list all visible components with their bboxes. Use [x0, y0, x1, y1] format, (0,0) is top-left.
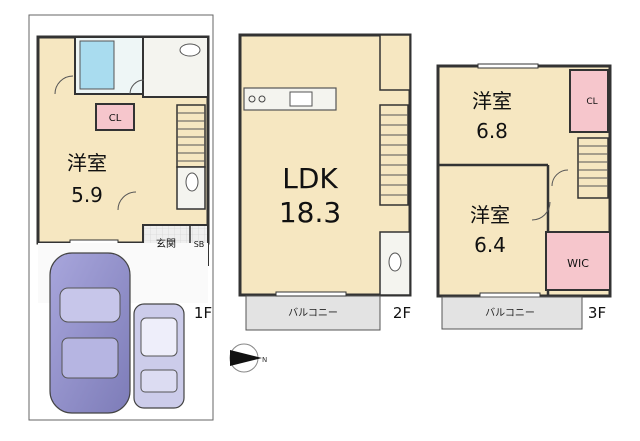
walk-in-closet	[545, 231, 611, 291]
window	[479, 292, 541, 298]
bathtub-icon	[79, 40, 115, 90]
sink-icon	[289, 91, 313, 107]
north-arrow-icon: N	[229, 343, 267, 373]
floor-2f: LDK 18.3 バルコニー 2F	[238, 33, 412, 331]
room-name-wic: WIC	[567, 257, 589, 270]
door-swing	[129, 79, 145, 95]
floor-3f: 洋室 6.8 洋室 6.4 CL WIC バルコニー 3F	[436, 63, 612, 330]
room-name-1f-bedroom: 洋室	[67, 151, 107, 175]
car-small-icon	[133, 303, 185, 409]
balcony-label-2f: バルコニー	[288, 307, 338, 319]
room-name-3f-bedroom-b: 洋室	[470, 203, 510, 227]
floor-label-2f: 2F	[393, 304, 411, 322]
room-size-1f-bedroom: 5.9	[71, 183, 103, 207]
balcony-2f	[245, 295, 381, 331]
room-name-ldk: LDK	[282, 162, 338, 195]
balcony-label-3f: バルコニー	[485, 307, 535, 319]
stairs-1f	[176, 104, 206, 168]
stairs-2f	[379, 104, 409, 206]
car-large-icon	[49, 252, 131, 414]
room-size-3f-bedroom-a: 6.8	[476, 119, 508, 143]
door-swing	[551, 169, 569, 187]
window	[477, 63, 539, 69]
room-name-3f-closet: CL	[586, 97, 597, 107]
room-size-3f-bedroom-b: 6.4	[474, 233, 506, 257]
door-swing	[54, 75, 74, 95]
stairs-3f	[577, 137, 609, 199]
room-name-1f-closet: CL	[109, 113, 122, 124]
floor-label-3f: 3F	[588, 304, 606, 322]
floor-label-1f: 1F	[194, 304, 212, 322]
stove-icon	[248, 95, 256, 103]
floor-1f: 洋室 5.9 CL 玄関 SB 1F	[28, 14, 214, 421]
toilet-icon	[185, 172, 199, 192]
balcony-3f	[441, 296, 583, 330]
room-name-entrance: 玄関	[156, 237, 176, 250]
toilet-icon	[388, 252, 402, 272]
closet-1f	[95, 103, 135, 131]
compass-label: N	[262, 356, 267, 364]
washbasin-icon	[179, 43, 201, 57]
room-name-shoebox: SB	[194, 240, 205, 249]
closet-3f	[569, 69, 609, 133]
room-name-3f-bedroom-a: 洋室	[472, 89, 512, 113]
toilet-2f	[379, 231, 411, 296]
door-swing	[531, 201, 551, 221]
window	[275, 291, 347, 297]
storage-2f	[379, 34, 411, 91]
room-size-ldk: 18.3	[279, 196, 341, 229]
door-swing	[117, 191, 137, 211]
